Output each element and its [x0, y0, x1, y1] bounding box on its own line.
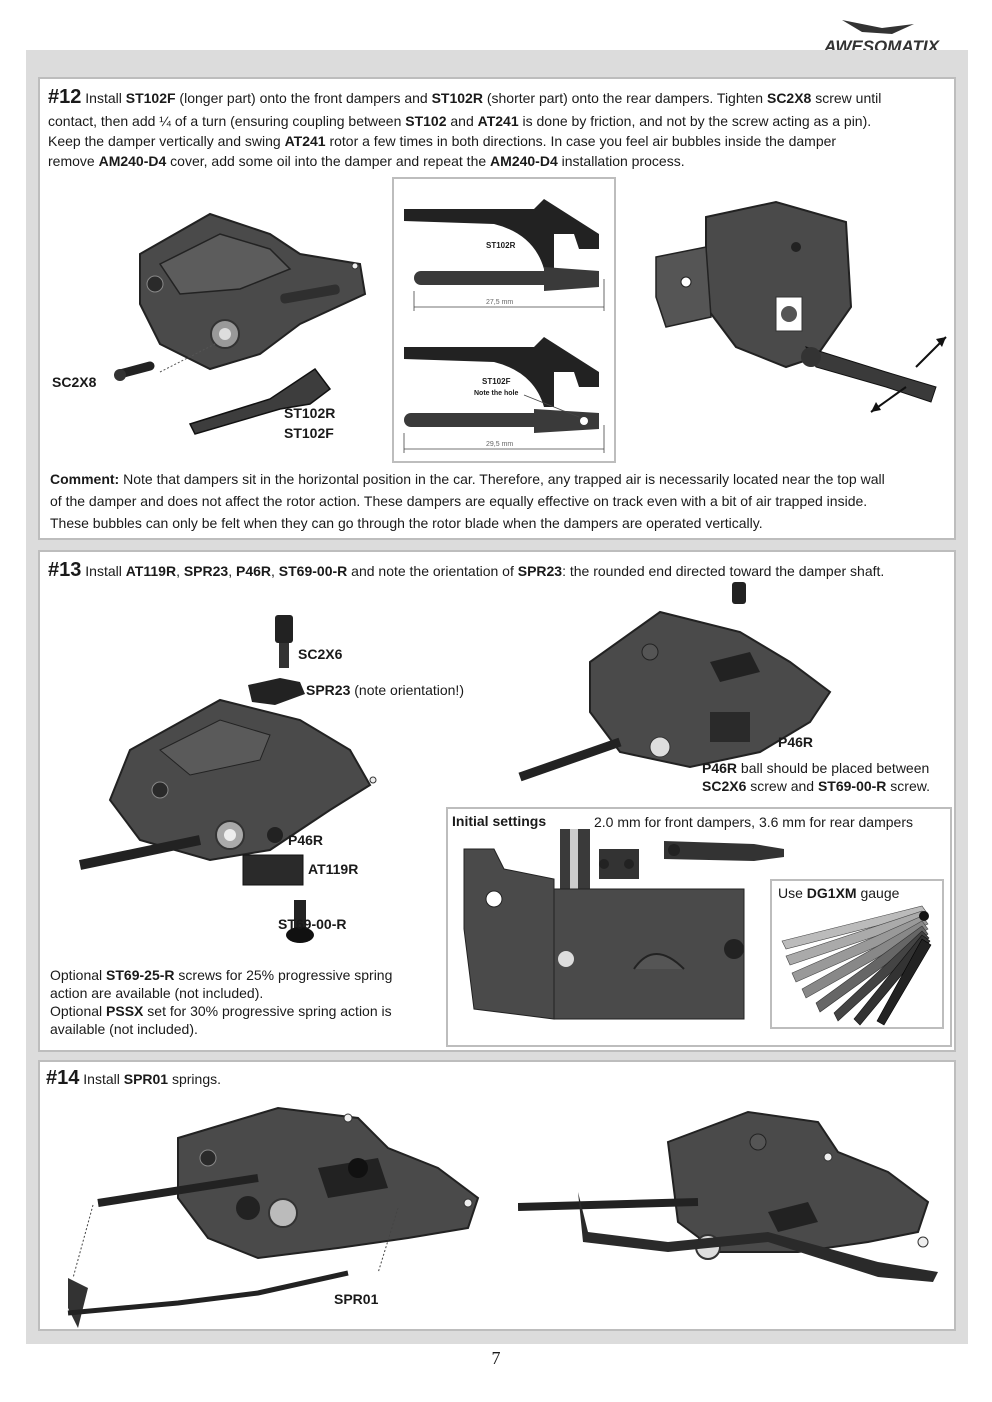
inset-st102r-label: ST102R	[486, 241, 516, 250]
optional-pssx-line-2: available (not included).	[50, 1021, 198, 1037]
gauge-setting-illustration	[463, 829, 784, 1020]
inset-st102f-label: ST102F	[482, 377, 511, 386]
st102-comparison-inset: ST102R 27,5 mm ST102F Note the hole 29,5…	[392, 177, 616, 463]
step-12-line-2: contact, then add ¼ of a turn (ensuring …	[48, 113, 872, 129]
initial-settings-box: Initial settings 2.0 mm for front damper…	[446, 807, 952, 1047]
inset-hole-note: Note the hole	[474, 390, 519, 397]
step-12-comment-line-3: These bubbles can only be felt when they…	[50, 515, 763, 531]
step-14-number: #14	[46, 1067, 80, 1089]
spring-parts-assembled-illustration	[518, 582, 832, 782]
inset-top-dimension: 27,5 mm	[486, 299, 514, 306]
label-at119r: AT119R	[308, 861, 359, 877]
page-number: 7	[491, 1348, 501, 1368]
optional-st69-25-r-line-1: Optional ST69-25-R screws for 25% progre…	[50, 967, 393, 983]
label-st69-00-r: ST69-00-R	[278, 916, 347, 932]
gauge-inset: Use DG1XM gauge	[770, 879, 944, 1029]
step-12-comment-line-1: Comment: Note that dampers sit in the ho…	[50, 471, 885, 487]
initial-settings-text: 2.0 mm for front dampers, 3.6 mm for rea…	[594, 814, 913, 830]
initial-settings-label: Initial settings	[452, 813, 547, 829]
spring-install-assembled-illustration	[518, 1110, 938, 1282]
optional-st69-25-r-line-2: action are available (not included).	[50, 985, 264, 1001]
damper-exploded-illustration	[114, 212, 367, 435]
step-12-line-4: remove AM240-D4 cover, add some oil into…	[48, 153, 685, 169]
optional-pssx-line-1: Optional PSSX set for 30% progressive sp…	[50, 1003, 392, 1019]
step-13-title: #13 Install AT119R, SPR23, P46R, ST69-00…	[48, 559, 885, 581]
step-13-panel: #13 Install AT119R, SPR23, P46R, ST69-00…	[38, 550, 956, 1052]
label-spr01: SPR01	[334, 1291, 379, 1307]
step-12-comment-line-2: of the damper and does not affect the ro…	[50, 493, 868, 509]
feeler-gauge-icon	[781, 905, 932, 1026]
step-12-panel: #12 Install ST102F (longer part) onto th…	[38, 77, 956, 540]
step-12-line-3: Keep the damper vertically and swing AT2…	[48, 133, 837, 149]
st102r-part-drawing	[403, 199, 605, 453]
label-sc2x6: SC2X6	[298, 646, 343, 662]
damper-assembled-illustration	[655, 200, 947, 413]
gauge-label: Use DG1XM gauge	[778, 885, 900, 901]
step-13-number: #13	[48, 559, 82, 581]
spring-parts-exploded-illustration	[78, 615, 377, 943]
label-p46r: P46R	[288, 832, 324, 848]
p46r-placement-note-line-2: SC2X6 screw and ST69-00-R screw.	[702, 778, 930, 794]
step-12-line-1: #12 Install ST102F (longer part) onto th…	[48, 86, 882, 108]
label-p46r-right: P46R	[778, 734, 814, 750]
spring-install-exploded-illustration	[67, 1106, 480, 1328]
label-st102r: ST102R	[284, 405, 336, 421]
label-st102f: ST102F	[284, 425, 334, 441]
inset-bottom-dimension: 29,5 mm	[486, 441, 514, 448]
step-14-panel: #14 Install SPR01 springs. SPR01	[38, 1060, 956, 1331]
step-14-title: #14 Install SPR01 springs.	[46, 1067, 222, 1089]
label-spr23: SPR23 (note orientation!)	[306, 682, 464, 698]
p46r-placement-note-line-1: P46R ball should be placed between	[702, 760, 930, 776]
label-sc2x8: SC2X8	[52, 374, 97, 390]
step-12-number: #12	[48, 86, 82, 108]
